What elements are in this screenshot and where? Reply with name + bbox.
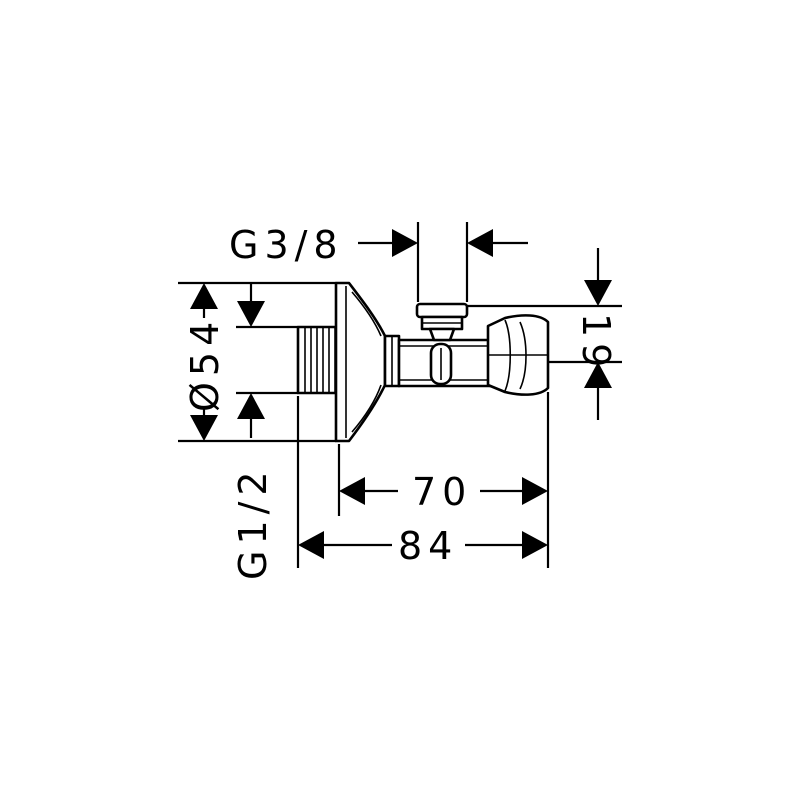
wall-flange xyxy=(334,281,387,443)
inlet-thread-stub xyxy=(296,325,342,395)
valve-handle xyxy=(486,314,550,396)
dimension-flange-to-handle: 70 xyxy=(337,392,550,568)
angle-valve xyxy=(296,281,550,443)
dimension-overall-length: 84 xyxy=(296,396,548,568)
outlet-thread-label: G3/8 xyxy=(229,223,344,267)
valve-neck xyxy=(383,334,401,388)
flange-diameter-label: Ø54 xyxy=(183,316,227,412)
outlet-height-label: 19 xyxy=(574,313,618,373)
dimension-inlet-thread: G1/2 xyxy=(231,283,298,580)
flange-to-handle-label: 70 xyxy=(412,470,472,514)
dimension-outlet-thread: G3/8 xyxy=(229,222,528,302)
outlet-connector xyxy=(415,302,469,342)
valve-spindle xyxy=(429,342,453,386)
dimension-outlet-height: 19 xyxy=(467,248,622,420)
inlet-thread-label: G1/2 xyxy=(231,465,275,580)
dimension-flange-diameter: Ø54 xyxy=(178,281,336,443)
overall-length-label: 84 xyxy=(398,524,458,568)
